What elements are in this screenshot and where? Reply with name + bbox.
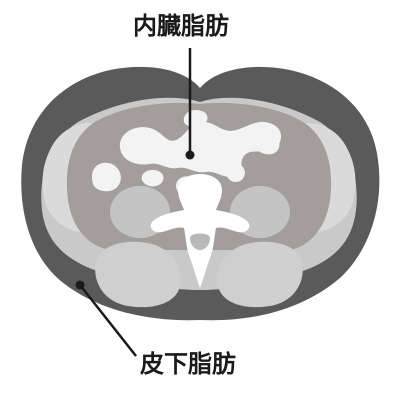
spinal-canal [190, 233, 210, 250]
visceral-fat-blob-3 [226, 162, 245, 182]
subcutaneous-fat-label: 皮下脂肪 [140, 350, 236, 378]
left-back-muscle [95, 241, 181, 308]
visceral-marker-dot [185, 150, 195, 160]
right-back-muscle [217, 241, 303, 308]
visceral-fat-blob-2 [92, 162, 121, 192]
visceral-fat-label: 内臓脂肪 [133, 12, 229, 40]
visceral-fat-blob-1 [119, 121, 282, 177]
vertebra [150, 174, 250, 288]
subcutaneous-leader-line [79, 284, 137, 357]
visceral-fat-blob-5 [253, 132, 280, 155]
visceral-fat-blob-6 [141, 169, 164, 187]
subcutaneous-marker-dot [75, 280, 85, 290]
